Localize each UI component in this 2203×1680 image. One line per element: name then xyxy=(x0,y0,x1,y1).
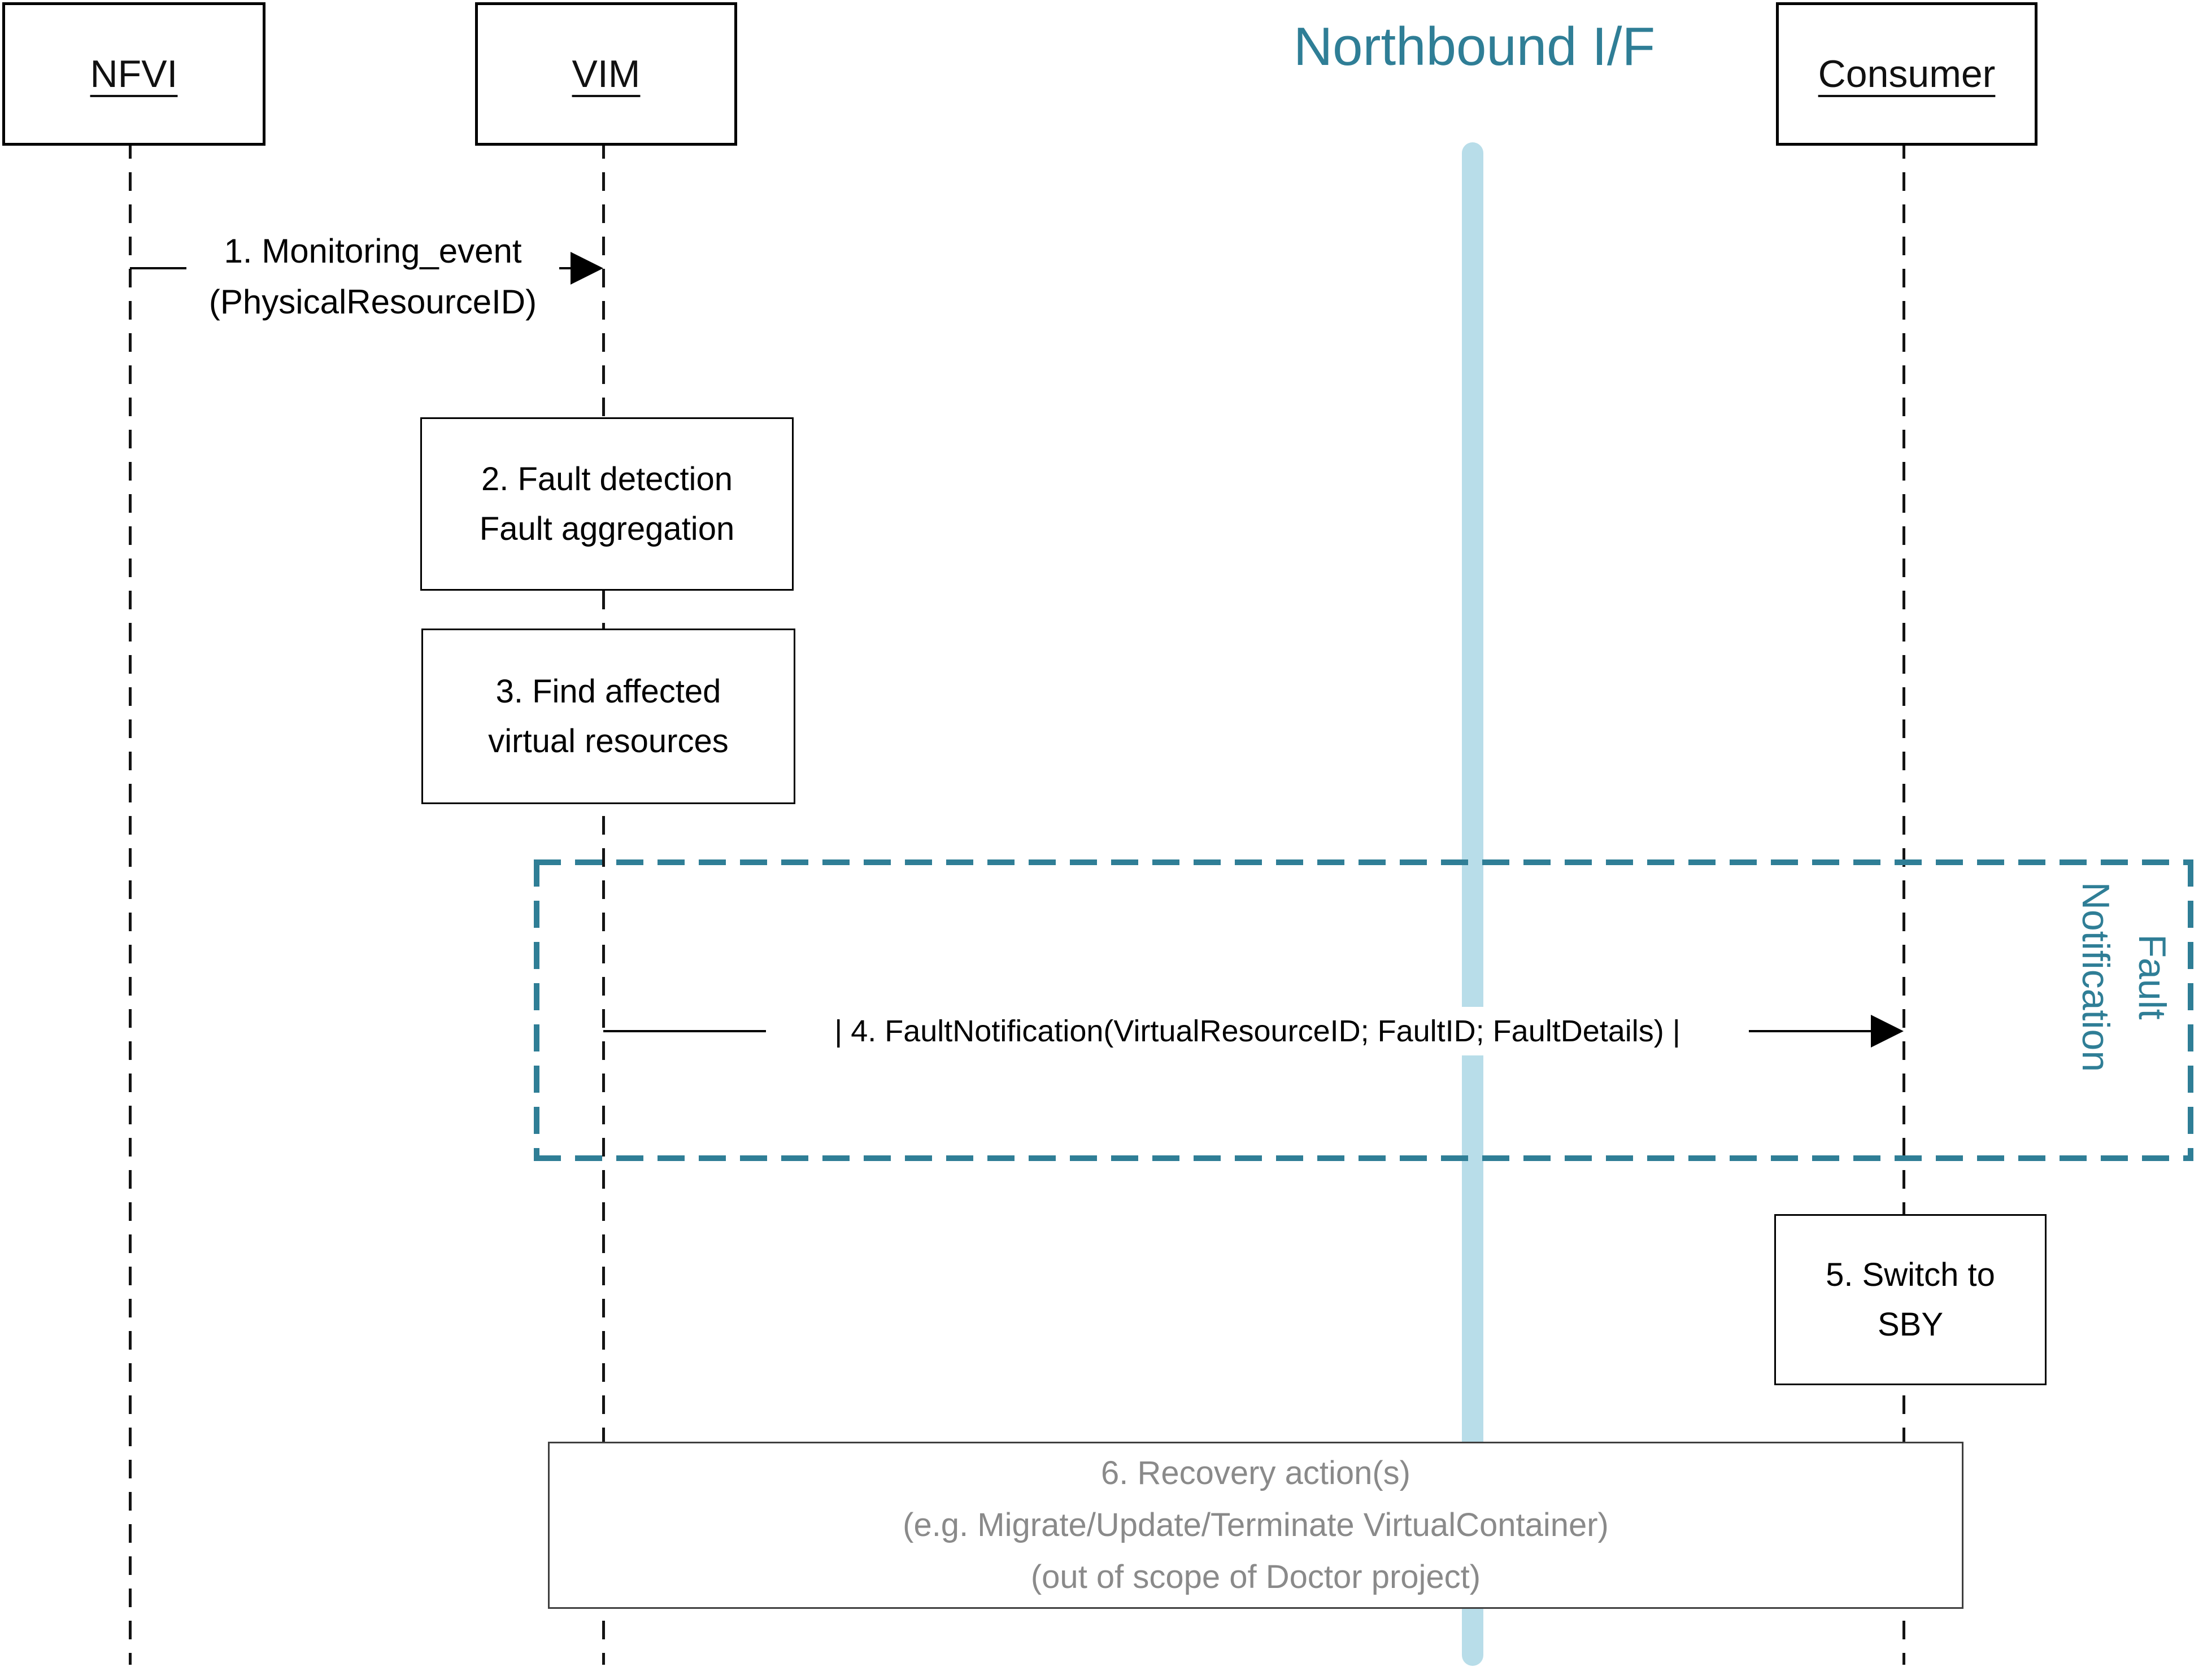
message-1-label-line2: (PhysicalResourceID) xyxy=(208,283,537,321)
message-4-label: | 4. FaultNotification(VirtualResourceID… xyxy=(766,1007,1749,1055)
fault-notification-region-border-top xyxy=(534,859,2193,865)
message-1-label-line1: 1. Monitoring_event xyxy=(224,232,522,270)
activity-2-line1: 2. Fault detection xyxy=(481,460,733,498)
activity-5-line1: 5. Switch to xyxy=(1826,1256,1995,1293)
lifeline-nfvi xyxy=(129,140,132,1665)
fault-notification-region-label: Fault Notification xyxy=(2067,875,2180,1079)
activity-box-recovery-actions: 6. Recovery action(s) (e.g. Migrate/Upda… xyxy=(548,1442,1963,1609)
lifeline-consumer xyxy=(1902,140,1905,1665)
lifeline-vim xyxy=(602,140,605,1665)
activity-5-line2: SBY xyxy=(1877,1306,1944,1343)
message-4-arrowhead-icon xyxy=(1871,1015,1904,1048)
activity-3-line2: virtual resources xyxy=(488,722,729,760)
actor-label-nfvi: NFVI xyxy=(90,53,178,95)
actor-label-consumer: Consumer xyxy=(1818,53,1996,95)
actor-label-vim: VIM xyxy=(572,53,641,95)
activity-box-fault-detection: 2. Fault detection Fault aggregation xyxy=(420,417,794,591)
fault-notification-region-border-right xyxy=(2188,859,2193,1161)
activity-6-line3: (out of scope of Doctor project) xyxy=(1030,1559,1481,1595)
actor-box-vim: VIM xyxy=(475,2,737,146)
fault-notification-label-line1: Fault xyxy=(2131,934,2174,1020)
actor-box-nfvi: NFVI xyxy=(2,2,265,146)
activity-2-line2: Fault aggregation xyxy=(479,510,735,547)
fault-notification-label-line2: Notification xyxy=(2074,882,2117,1072)
activity-3-line1: 3. Find affected xyxy=(495,673,721,710)
activity-6-line1: 6. Recovery action(s) xyxy=(1101,1455,1410,1491)
actor-box-consumer: Consumer xyxy=(1776,2,2037,146)
activity-box-find-affected-resources: 3. Find affected virtual resources xyxy=(421,629,795,804)
activity-6-line2: (e.g. Migrate/Update/Terminate VirtualCo… xyxy=(903,1507,1609,1543)
message-1-arrowhead-icon xyxy=(571,252,603,285)
message-1-label: 1. Monitoring_event (PhysicalResourceID) xyxy=(186,226,559,328)
activity-box-switch-to-sby: 5. Switch to SBY xyxy=(1774,1214,2047,1385)
northbound-interface-title: Northbound I/F xyxy=(1293,16,1656,77)
northbound-interface-line xyxy=(1462,142,1483,1666)
fault-notification-region-border-bottom xyxy=(534,1155,2193,1161)
fault-notification-region-border-left xyxy=(534,859,539,1161)
